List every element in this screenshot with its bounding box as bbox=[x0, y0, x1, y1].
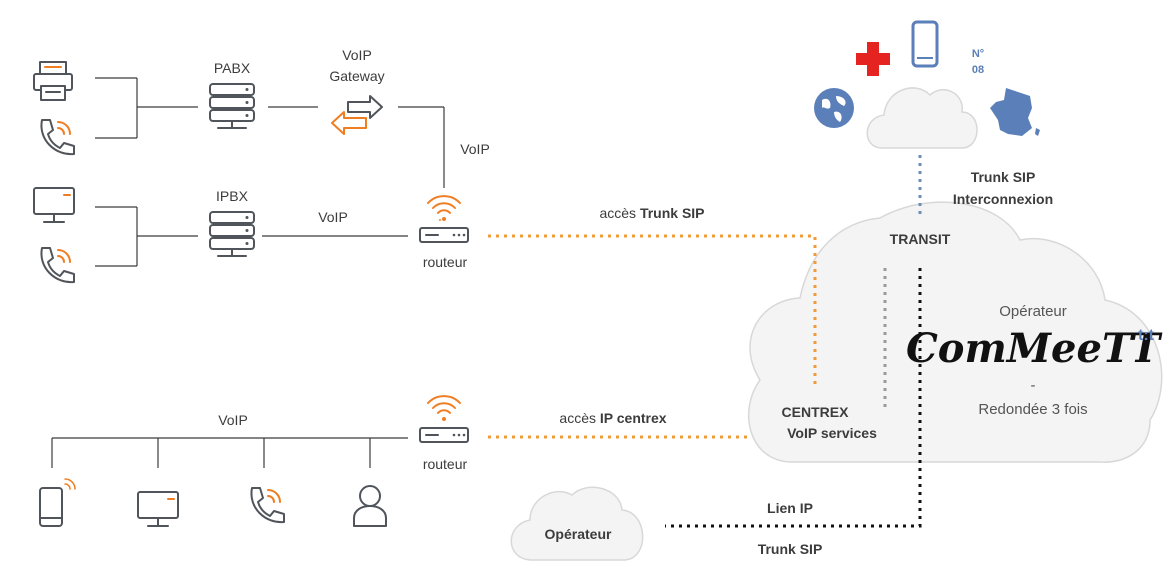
router-label-top: routeur bbox=[423, 254, 468, 270]
dash-separator: - bbox=[1031, 377, 1036, 394]
phone-icon bbox=[250, 487, 285, 524]
phone-icon bbox=[40, 247, 75, 284]
top-cloud-icon bbox=[866, 87, 978, 149]
router-icon bbox=[419, 195, 469, 243]
france-map-icon bbox=[990, 88, 1040, 136]
globe-icon bbox=[814, 88, 854, 128]
voip-label-mid: VoIP bbox=[318, 209, 348, 225]
smartphone-icon bbox=[911, 20, 939, 68]
ipbx-label: IPBX bbox=[216, 188, 249, 204]
centrex-label-2: VoIP services bbox=[787, 425, 877, 441]
voip-gateway-label-2: Gateway bbox=[329, 68, 384, 84]
router-label-bottom: routeur bbox=[423, 456, 468, 472]
centrex-label-1: CENTREX bbox=[782, 404, 850, 420]
red-cross-icon bbox=[856, 42, 890, 76]
acces-ip-centrex-label: accès IP centrex bbox=[559, 410, 666, 426]
small-operator-cloud bbox=[510, 486, 644, 561]
commeett-logo-badge: t:t bbox=[1138, 327, 1155, 344]
badge-08: 08 bbox=[972, 64, 984, 76]
voip-label-bottom: VoIP bbox=[218, 412, 248, 428]
operateur-small-label: Opérateur bbox=[545, 526, 612, 542]
dotted-links bbox=[488, 155, 922, 528]
printer-icon bbox=[33, 61, 73, 101]
trunk-sip-interconnexion-2: Interconnexion bbox=[953, 191, 1053, 207]
monitor-icon bbox=[137, 491, 179, 527]
operateur-label: Opérateur bbox=[999, 303, 1067, 320]
voip-label-vertical: VoIP bbox=[460, 141, 490, 157]
lien-ip-label: Lien IP bbox=[767, 500, 813, 516]
wires bbox=[51, 77, 445, 468]
pabx-label: PABX bbox=[214, 60, 251, 76]
badge-no: N° bbox=[972, 48, 984, 60]
operator-cloud bbox=[747, 201, 1163, 463]
redondee-label: Redondée 3 fois bbox=[978, 401, 1087, 418]
user-icon bbox=[353, 485, 387, 527]
acces-trunk-sip-label: accès Trunk SIP bbox=[599, 205, 704, 221]
trunk-sip-interconnexion-1: Trunk SIP bbox=[971, 169, 1036, 185]
mobile-icon bbox=[39, 478, 76, 527]
transit-label: TRANSIT bbox=[890, 231, 951, 247]
server-icon bbox=[209, 211, 255, 257]
commeett-logo: ComMeeTT bbox=[906, 325, 1163, 372]
server-icon bbox=[209, 83, 255, 129]
trunk-sip-bottom-label: Trunk SIP bbox=[758, 541, 823, 557]
phone-icon bbox=[40, 119, 75, 156]
gateway-arrows-icon bbox=[331, 95, 383, 135]
router-icon bbox=[419, 395, 469, 443]
monitor-icon bbox=[33, 187, 75, 223]
voip-gateway-label-1: VoIP bbox=[342, 47, 372, 63]
